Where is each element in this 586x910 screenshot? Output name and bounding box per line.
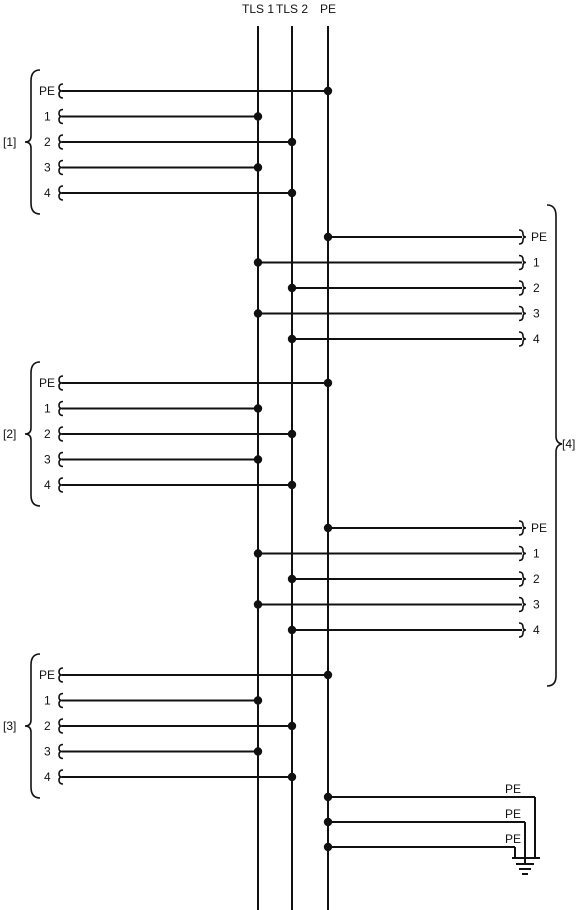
group-3-brace bbox=[24, 653, 41, 799]
junction-dot bbox=[253, 549, 263, 558]
junction-dot bbox=[287, 625, 297, 635]
junction-dot bbox=[287, 574, 297, 584]
junction-dot bbox=[287, 137, 297, 147]
junction-dot bbox=[323, 523, 333, 533]
junction-dot bbox=[287, 480, 297, 490]
bus-label-tls2: TLS 2 bbox=[276, 2, 308, 16]
terminal-mark bbox=[518, 280, 527, 296]
group-2-brace bbox=[24, 361, 41, 507]
terminal-label: 1 bbox=[44, 694, 51, 708]
terminal-label: 2 bbox=[533, 572, 540, 586]
junction-dot bbox=[323, 86, 333, 96]
terminal-label: 1 bbox=[44, 402, 51, 416]
group-3-label: [3] bbox=[3, 719, 16, 733]
group-4-label: [4] bbox=[562, 437, 575, 451]
group-1-brace bbox=[24, 69, 41, 215]
group-1-label: [1] bbox=[3, 135, 16, 149]
junction-dot bbox=[287, 429, 297, 439]
terminal-mark bbox=[518, 229, 527, 245]
group-4-brace bbox=[546, 204, 563, 687]
terminal-label: PE bbox=[39, 376, 55, 390]
terminal-mark bbox=[518, 331, 527, 347]
terminal-label: PE bbox=[531, 230, 547, 244]
junction-dot bbox=[253, 455, 263, 464]
junction-dot bbox=[253, 600, 263, 609]
right-group-b: PE 1 2 3 4 bbox=[253, 520, 547, 638]
right-group-a: PE 1 2 3 4 bbox=[253, 229, 547, 347]
terminal-label: PE bbox=[531, 521, 547, 535]
junction-dot bbox=[323, 378, 333, 388]
terminal-mark bbox=[518, 520, 527, 536]
terminal-label: PE bbox=[39, 668, 55, 682]
ground-label: PE bbox=[505, 832, 521, 846]
junction-dot bbox=[287, 283, 297, 293]
terminal-label: 3 bbox=[44, 745, 51, 759]
ground-label: PE bbox=[505, 782, 521, 796]
terminal-label: 4 bbox=[44, 478, 51, 492]
terminal-label: 3 bbox=[44, 453, 51, 467]
terminal-label: 4 bbox=[44, 186, 51, 200]
terminal-label: 2 bbox=[44, 427, 51, 441]
junction-dot bbox=[287, 721, 297, 731]
junction-dot bbox=[253, 696, 263, 705]
terminal-mark bbox=[518, 545, 527, 562]
terminal-label: 3 bbox=[44, 161, 51, 175]
terminal-label: PE bbox=[39, 84, 55, 98]
junction-dot bbox=[253, 258, 263, 267]
junction-dot bbox=[323, 670, 333, 680]
terminal-label: 2 bbox=[44, 135, 51, 149]
junction-dot bbox=[287, 188, 297, 198]
junction-dot bbox=[323, 842, 333, 852]
terminal-label: 2 bbox=[44, 719, 51, 733]
bus-label-tls1: TLS 1 bbox=[242, 2, 274, 16]
terminal-label: 3 bbox=[533, 307, 540, 321]
terminal-group-1: [1] PE 1 2 3 4 bbox=[3, 69, 333, 215]
junction-dot bbox=[323, 232, 333, 242]
junction-dot bbox=[287, 334, 297, 344]
junction-dot bbox=[253, 404, 263, 413]
terminal-mark bbox=[518, 254, 527, 271]
junction-dot bbox=[253, 163, 263, 172]
terminal-group-2: [2] PE 1 2 3 4 bbox=[3, 361, 333, 507]
junction-dot bbox=[253, 112, 263, 121]
junction-dot bbox=[323, 792, 333, 802]
bus-label-pe: PE bbox=[320, 2, 336, 16]
terminal-label: 1 bbox=[44, 110, 51, 124]
terminal-group-3: [3] PE 1 2 3 4 bbox=[3, 653, 333, 799]
ground-label: PE bbox=[505, 807, 521, 821]
terminal-mark bbox=[518, 622, 527, 638]
terminal-mark bbox=[518, 571, 527, 587]
left-terminal-groups: [1] PE 1 2 3 4 [2] PE 1 2 3 4 [3] PE 1 2 3 4 bbox=[3, 69, 333, 799]
terminal-label: 1 bbox=[533, 547, 540, 561]
group-2-label: [2] bbox=[3, 427, 16, 441]
terminal-mark bbox=[518, 596, 527, 613]
terminal-label: 4 bbox=[533, 332, 540, 346]
terminal-label: 4 bbox=[533, 623, 540, 637]
terminal-mark bbox=[518, 305, 527, 322]
terminal-label: 1 bbox=[533, 256, 540, 270]
ground-connections: PE PE PE bbox=[323, 782, 535, 852]
terminal-label: 3 bbox=[533, 598, 540, 612]
junction-dot bbox=[253, 309, 263, 318]
ground-icon bbox=[512, 857, 540, 875]
terminal-label: 2 bbox=[533, 281, 540, 295]
terminal-label: 4 bbox=[44, 770, 51, 784]
junction-dot bbox=[253, 747, 263, 756]
junction-dot bbox=[287, 772, 297, 782]
junction-dot bbox=[323, 817, 333, 827]
